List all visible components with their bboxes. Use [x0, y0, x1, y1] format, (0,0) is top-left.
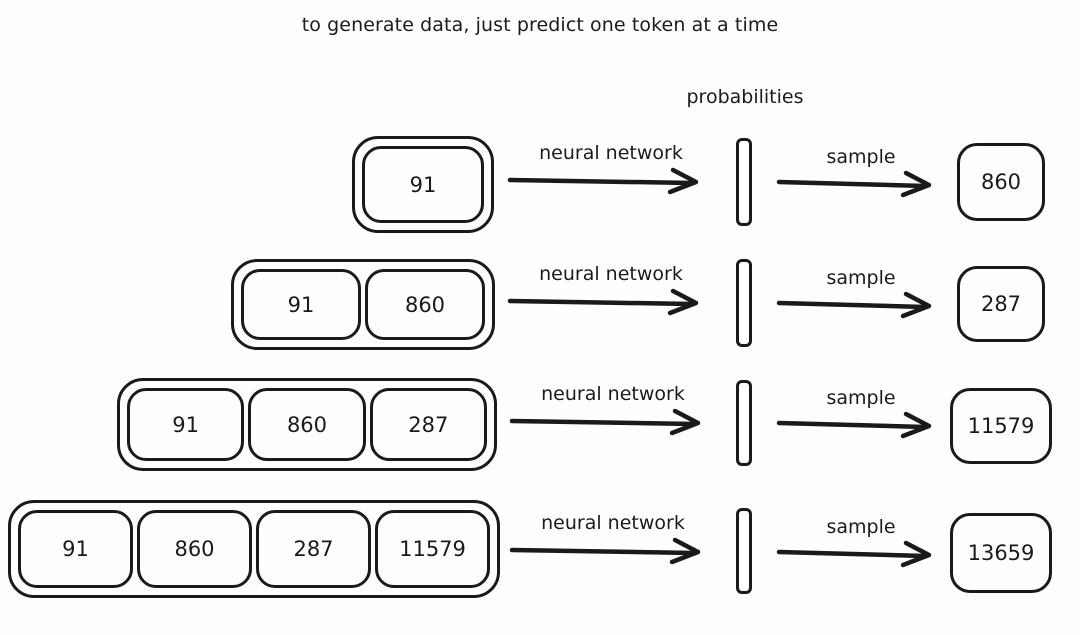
context-token: 91 — [362, 146, 484, 223]
page-title: to generate data, just predict one token… — [301, 14, 779, 36]
probability-bar — [736, 259, 752, 347]
context-token: 860 — [137, 510, 252, 588]
sampled-token: 860 — [957, 143, 1045, 221]
sample-arrow: sample — [776, 146, 943, 198]
neural-network-label: neural network — [541, 512, 685, 534]
right-arrow-icon — [776, 170, 932, 198]
sampled-token: 13659 — [950, 513, 1052, 593]
right-arrow-icon — [509, 408, 701, 436]
neural-network-label: neural network — [539, 142, 683, 164]
context-sequence: 91 860 287 11579 — [8, 500, 500, 598]
sampled-token: 11579 — [950, 388, 1052, 464]
context-token: 91 — [241, 269, 361, 340]
context-token: 287 — [256, 510, 371, 588]
neural-network-label: neural network — [539, 263, 683, 285]
right-arrow-icon — [776, 540, 932, 568]
sample-label: sample — [826, 146, 896, 168]
sample-label: sample — [826, 516, 896, 538]
sample-label: sample — [826, 267, 896, 289]
sample-arrow: sample — [776, 516, 943, 568]
right-arrow-icon — [507, 167, 699, 195]
neural-network-arrow: neural network — [509, 512, 714, 565]
context-token: 860 — [248, 388, 366, 461]
context-token: 860 — [365, 269, 485, 340]
neural-network-arrow: neural network — [507, 142, 712, 195]
right-arrow-icon — [776, 291, 932, 319]
neural-network-label: neural network — [541, 383, 685, 405]
probability-bar — [736, 380, 752, 466]
right-arrow-icon — [776, 411, 932, 439]
context-sequence: 91 860 287 — [117, 378, 497, 471]
context-token: 91 — [127, 388, 245, 461]
context-token: 287 — [369, 388, 487, 461]
sample-label: sample — [826, 387, 896, 409]
right-arrow-icon — [509, 537, 701, 565]
neural-network-arrow: neural network — [509, 383, 714, 436]
context-sequence: 91 860 — [231, 259, 495, 350]
probability-bar — [736, 138, 752, 226]
sample-arrow: sample — [776, 267, 943, 319]
context-token: 11579 — [375, 510, 490, 588]
sampled-token: 287 — [957, 266, 1045, 342]
probability-bar — [736, 508, 752, 594]
context-token: 91 — [18, 510, 133, 588]
right-arrow-icon — [507, 288, 699, 316]
context-sequence: 91 — [352, 136, 494, 233]
sample-arrow: sample — [776, 387, 943, 439]
neural-network-arrow: neural network — [507, 263, 712, 316]
probabilities-label: probabilities — [686, 86, 804, 108]
